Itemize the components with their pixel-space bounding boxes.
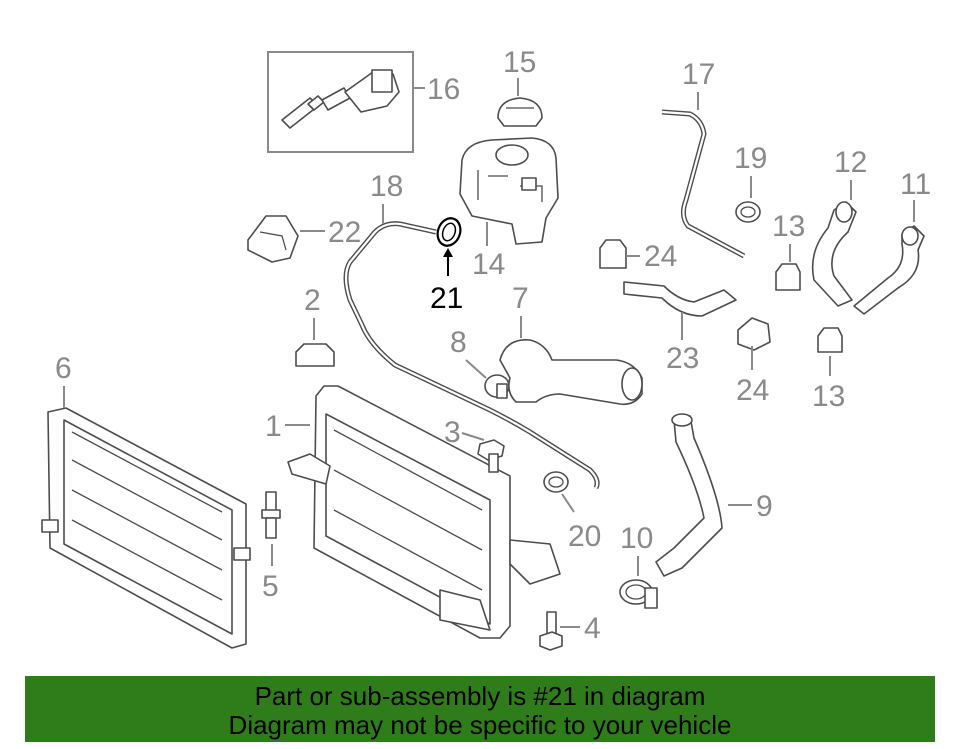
part-14-expansion-tank xyxy=(459,137,559,245)
label-2: 2 xyxy=(304,284,321,317)
label-1: 1 xyxy=(265,410,282,443)
part-24-cap-lower xyxy=(737,317,771,351)
label-5: 5 xyxy=(262,570,279,603)
banner-line-2: Diagram may not be specific to your vehi… xyxy=(228,710,732,740)
part-18-pipe xyxy=(343,221,600,490)
label-19: 19 xyxy=(734,142,767,175)
parts-diagram: 16 15 14 21 18 22 2 xyxy=(41,46,931,651)
part-8-clamp xyxy=(484,374,510,399)
label-18: 18 xyxy=(370,170,403,203)
part-19-clamp xyxy=(735,201,761,223)
label-13-upper: 13 xyxy=(772,210,805,243)
label-8: 8 xyxy=(450,326,467,359)
part-2-plug xyxy=(295,343,335,367)
part-23-hose xyxy=(623,281,737,317)
part-13-cap-upper xyxy=(775,263,801,291)
part-11-hose xyxy=(853,225,925,315)
label-13-lower: 13 xyxy=(812,380,845,413)
label-23: 23 xyxy=(666,342,699,375)
label-20: 20 xyxy=(568,520,601,553)
label-3: 3 xyxy=(444,416,461,449)
part-17-pipe xyxy=(661,109,746,259)
part-20-clamp xyxy=(543,471,569,493)
part-10-clamp xyxy=(619,579,658,609)
part-24-cap-upper xyxy=(599,239,627,269)
banner-line-1: Part or sub-assembly is #21 in diagram xyxy=(254,681,706,711)
part-1-radiator xyxy=(287,385,561,639)
part-16-sensor xyxy=(267,51,414,153)
label-11: 11 xyxy=(900,168,931,201)
label-22: 22 xyxy=(328,216,361,249)
label-14: 14 xyxy=(472,248,505,281)
part-6-condenser xyxy=(41,407,251,649)
label-21: 21 xyxy=(430,282,463,315)
part-15-cap xyxy=(497,97,543,127)
label-17: 17 xyxy=(682,58,715,91)
label-16: 16 xyxy=(427,73,460,106)
label-6: 6 xyxy=(55,352,72,385)
part-3-bolt xyxy=(477,439,505,473)
part-22-bracket xyxy=(247,215,299,263)
label-24-upper: 24 xyxy=(644,240,677,273)
part-21-clamp xyxy=(436,217,462,247)
label-15: 15 xyxy=(503,46,536,79)
part-4-bolt xyxy=(539,611,563,651)
info-banner: Part or sub-assembly is #21 in diagram D… xyxy=(25,676,935,742)
label-9: 9 xyxy=(756,490,773,523)
label-12: 12 xyxy=(834,146,867,179)
part-13-cap-lower xyxy=(817,327,843,353)
label-7: 7 xyxy=(512,282,529,315)
label-24-lower: 24 xyxy=(736,374,769,407)
part-9-hose xyxy=(655,413,723,577)
part-12-hose xyxy=(811,201,857,307)
label-4: 4 xyxy=(584,612,601,645)
part-7-hose xyxy=(499,339,643,406)
label-10: 10 xyxy=(620,522,653,555)
part-5-pin xyxy=(261,491,281,539)
